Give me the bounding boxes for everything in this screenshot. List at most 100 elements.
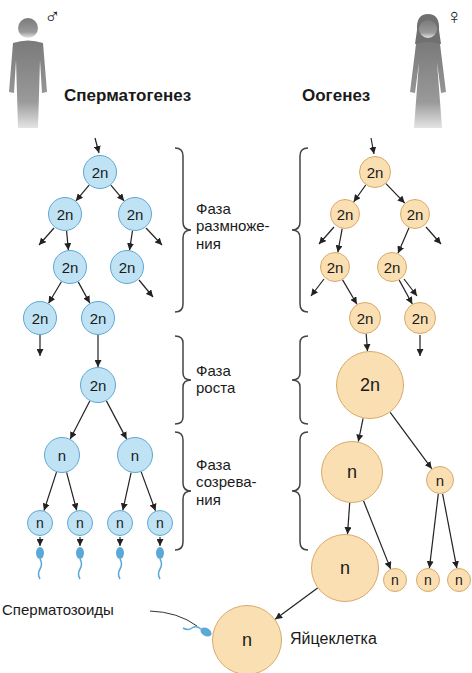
ploidy-text: 2n bbox=[90, 378, 107, 393]
sperm-cell: n bbox=[117, 437, 153, 473]
division-arrow bbox=[78, 282, 90, 303]
division-arrow bbox=[97, 335, 98, 367]
sperm-arrow bbox=[159, 537, 160, 546]
sperm-tail bbox=[79, 559, 82, 579]
brace bbox=[175, 432, 191, 550]
sperm-label: Сперматозоиды bbox=[2, 601, 114, 618]
sperm-cell: 2n bbox=[53, 250, 87, 284]
division-arrow bbox=[130, 231, 133, 250]
division-arrow bbox=[111, 185, 124, 201]
ploidy-text: 2n bbox=[337, 207, 354, 222]
ploidy-text: 2n bbox=[412, 311, 429, 326]
sperm-cell: n bbox=[147, 510, 173, 536]
female-symbol: ♀ bbox=[446, 4, 463, 29]
oocyte-cell: 2n bbox=[377, 252, 407, 282]
sperm-cell: 2n bbox=[81, 301, 115, 335]
sperm-tail bbox=[183, 627, 201, 630]
division-arrow bbox=[398, 228, 409, 253]
ploidy-text: n bbox=[455, 573, 463, 587]
ploidy-text: n bbox=[436, 473, 444, 488]
ploidy-text: n bbox=[347, 463, 357, 481]
ploidy-text: 2n bbox=[357, 311, 374, 326]
side-arrow bbox=[39, 335, 40, 356]
ploidy-text: n bbox=[242, 631, 252, 649]
side-arrow bbox=[419, 335, 420, 356]
sperm-arrow bbox=[119, 537, 120, 546]
side-arrow bbox=[146, 228, 162, 245]
female-head bbox=[419, 20, 437, 38]
division-arrow bbox=[386, 184, 405, 204]
division-arrow bbox=[141, 472, 155, 511]
sperm-cell: n bbox=[107, 510, 133, 536]
ploidy-text: 2n bbox=[92, 165, 109, 180]
division-arrow bbox=[366, 334, 367, 351]
male-head bbox=[18, 18, 38, 38]
ploidy-text: 2n bbox=[360, 376, 380, 394]
female-silhouette bbox=[410, 42, 446, 128]
oocyte-cell: n bbox=[212, 605, 282, 673]
ploidy-text: n bbox=[340, 559, 350, 577]
ploidy-text: 2n bbox=[32, 311, 49, 326]
sperm-head bbox=[156, 547, 164, 559]
division-arrow bbox=[67, 472, 77, 510]
oocyte-cell: n bbox=[447, 568, 471, 592]
brace bbox=[292, 148, 308, 312]
division-arrow bbox=[343, 280, 357, 304]
oocyte-cell: n bbox=[426, 466, 454, 494]
brace bbox=[292, 336, 308, 424]
oocyte-cell: n bbox=[383, 568, 407, 592]
oocyte-cell: 2n bbox=[400, 199, 430, 229]
division-arrow bbox=[354, 185, 366, 202]
oocyte-cell: 2n bbox=[359, 156, 391, 188]
side-arrow bbox=[319, 227, 334, 244]
division-arrow bbox=[123, 473, 131, 511]
sperm-cell: 2n bbox=[83, 155, 117, 189]
entry-arrow bbox=[95, 138, 99, 153]
sperm-cell: 2n bbox=[23, 301, 57, 335]
division-arrow bbox=[348, 503, 350, 534]
oocyte-cell: n bbox=[416, 568, 440, 592]
female-hair bbox=[415, 14, 441, 44]
entry-arrow bbox=[371, 138, 374, 154]
division-arrow bbox=[399, 280, 412, 304]
division-arrow bbox=[44, 472, 57, 511]
leader-line bbox=[150, 611, 197, 626]
sperm-tail bbox=[119, 559, 122, 579]
oocyte-cell: 2n bbox=[330, 199, 360, 229]
brace bbox=[175, 336, 191, 424]
division-arrow bbox=[429, 494, 438, 568]
ploidy-text: n bbox=[131, 448, 139, 463]
ploidy-text: n bbox=[76, 516, 84, 530]
ploidy-text: 2n bbox=[127, 207, 144, 222]
division-arrow bbox=[338, 229, 342, 253]
ploidy-text: 2n bbox=[57, 207, 74, 222]
brace bbox=[175, 148, 191, 312]
sperm-cell: n bbox=[67, 510, 93, 536]
division-arrow bbox=[358, 418, 363, 441]
ploidy-text: 2n bbox=[367, 165, 384, 180]
ploidy-text: 2n bbox=[90, 311, 107, 326]
egg-label: Яйцеклетка bbox=[290, 630, 377, 648]
ploidy-text: 2n bbox=[62, 260, 79, 275]
sperm-cell: 2n bbox=[48, 197, 82, 231]
phase-label: Фаза размноже- ния bbox=[196, 200, 270, 252]
ploidy-text: n bbox=[36, 516, 44, 530]
sperm-tail bbox=[159, 559, 162, 579]
ploidy-text: n bbox=[58, 448, 66, 463]
sperm-arrow bbox=[39, 537, 40, 546]
ploidy-text: n bbox=[116, 516, 124, 530]
phase-label: Фаза роста bbox=[196, 362, 235, 397]
sperm-cell: n bbox=[44, 437, 80, 473]
column-title: Сперматогенез bbox=[64, 86, 191, 106]
sperm-cell: 2n bbox=[110, 250, 144, 284]
sperm-arrow bbox=[79, 537, 80, 546]
male-silhouette bbox=[9, 41, 47, 129]
ploidy-text: 2n bbox=[384, 260, 401, 275]
sperm-cell: 2n bbox=[80, 367, 116, 403]
sperm-head bbox=[36, 547, 44, 559]
sperm-cell: n bbox=[27, 510, 53, 536]
division-arrow bbox=[67, 231, 69, 250]
oocyte-cell: 2n bbox=[320, 252, 350, 282]
brace bbox=[292, 432, 308, 550]
